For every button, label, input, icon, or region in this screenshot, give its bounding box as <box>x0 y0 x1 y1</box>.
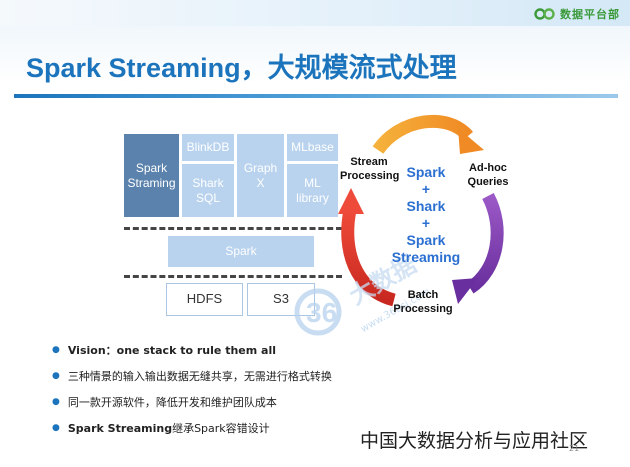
footer-community-name: 中国大数据分析与应用社区 <box>360 430 589 452</box>
slide-title: Spark Streaming，大规模流式处理 <box>26 53 457 83</box>
label-adhoc-queries: Ad-hoc Queries <box>467 162 509 188</box>
stack-ml-library: ML library <box>287 164 338 217</box>
brand-logo: 数据平台部 <box>534 6 620 22</box>
arrow-purple <box>466 192 504 294</box>
label-batch-processing: Batch Processing <box>393 289 453 315</box>
center-plus-2: + <box>421 215 431 231</box>
bullet-text: 继承Spark容错设计 <box>172 422 270 435</box>
center-shark: Shark <box>406 198 446 214</box>
stack-shark-sql: Shark SQL <box>182 164 234 217</box>
bullet-bold: Vision：one stack to rule them all <box>67 344 276 357</box>
bullet-dot-icon: ● <box>52 423 60 433</box>
infinity-logo-icon <box>534 8 555 20</box>
bullet-text: 三种情景的输入输出数据无缝共享，无需进行格式转换 <box>67 370 332 383</box>
page-number: 21 <box>569 444 580 453</box>
center-streaming: Streaming <box>391 249 461 265</box>
watermark-number: 36 <box>306 297 337 328</box>
stack-spark-core: Spark <box>168 236 314 267</box>
cycle-center-text: Spark + Shark + Spark Streaming <box>388 164 464 266</box>
title-divider <box>14 94 618 98</box>
header-band <box>0 0 630 26</box>
arrow-purple-head-icon <box>452 278 478 304</box>
stack-hdfs: HDFS <box>166 283 243 316</box>
bullet-item: ● 同一款开源软件，降低开发和维护团队成本 <box>52 394 277 410</box>
stack-divider-bottom <box>124 275 342 278</box>
bullet-dot-icon: ● <box>52 345 60 355</box>
center-spark-2: Spark <box>406 232 446 248</box>
arrow-orange <box>372 114 473 155</box>
brand-name: 数据平台部 <box>560 8 620 21</box>
stack-s3: S3 <box>247 283 315 316</box>
stack-spark-streaming: Spark Straming <box>124 134 179 217</box>
bullet-item: ● Spark Streaming 继承Spark容错设计 <box>52 420 270 436</box>
bullet-text: 同一款开源软件，降低开发和维护团队成本 <box>67 396 277 409</box>
center-spark: Spark <box>406 164 446 180</box>
bullet-item: ● 三种情景的输入输出数据无缝共享，无需进行格式转换 <box>52 368 332 384</box>
bullet-dot-icon: ● <box>52 397 60 407</box>
center-plus-1: + <box>421 181 431 197</box>
bullet-item: ● Vision：one stack to rule them all <box>52 342 276 358</box>
bullet-bold: Spark Streaming <box>67 421 173 435</box>
arrow-red-head-icon <box>338 188 364 214</box>
stack-divider-top <box>124 227 342 230</box>
stack-graphx: Graph X <box>237 134 284 217</box>
arrow-red <box>341 208 396 307</box>
arrow-orange-head-icon <box>458 128 484 154</box>
stack-blinkdb: BlinkDB <box>182 134 234 161</box>
bullet-dot-icon: ● <box>52 371 60 381</box>
stack-mlbase: MLbase <box>287 134 338 161</box>
label-stream-processing: Stream Processing <box>340 156 400 182</box>
